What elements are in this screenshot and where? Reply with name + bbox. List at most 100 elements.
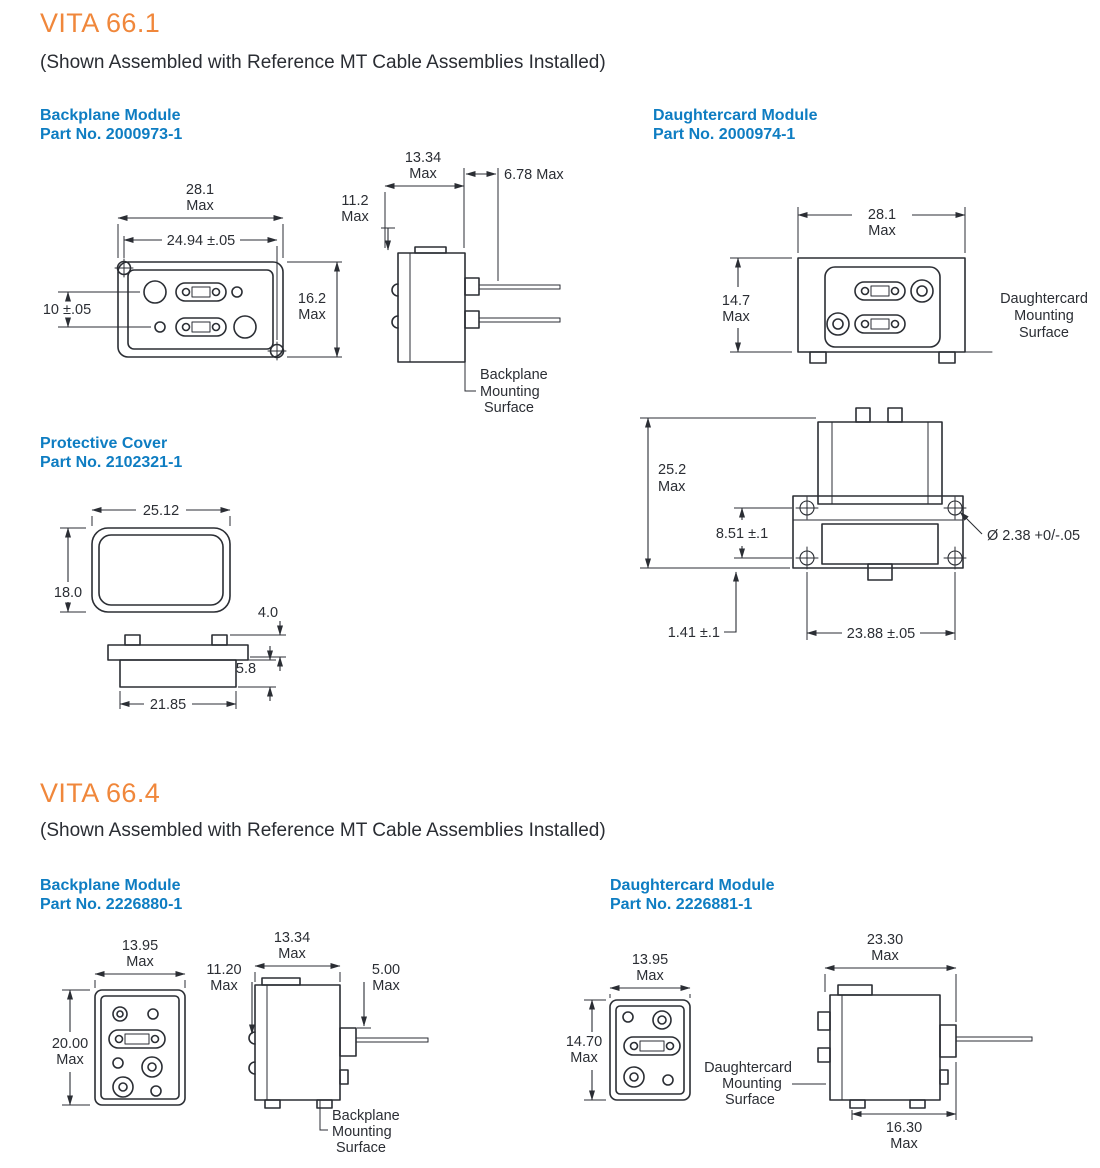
dim-protrusion-label: 6.78 Max: [504, 167, 564, 183]
dim-height-above-suffix: Max: [210, 978, 238, 994]
dim-height-suffix: Max: [658, 479, 686, 495]
mounting-surface-label-3: Surface: [725, 1092, 775, 1108]
vita661-cover-drawing: 25.12 18.0 4.0 5.8 21.85: [54, 503, 286, 713]
mounting-surface-label-3: Surface: [1019, 325, 1069, 341]
dim-height-label: 16.2: [298, 291, 326, 307]
dim-surface-offset-label: 1.41 ±.1: [668, 625, 720, 641]
mounting-surface-label-2: Mounting: [480, 384, 540, 400]
dim-depth-label: 13.34: [405, 150, 441, 166]
dim-height-suffix: Max: [56, 1052, 84, 1068]
vita661-daughtercard-front-drawing: 28.1 Max 14.7 Max Daughtercard Mounting …: [722, 207, 1088, 364]
vita661-title: VITA 66.1: [40, 8, 161, 38]
module-part-number: Part No. 2000973-1: [40, 126, 183, 143]
vita664-backplane-drawing: 13.95 Max 20.00 Max: [52, 930, 429, 1156]
dim-height-label: 25.2: [658, 462, 686, 478]
mounting-surface-label-1: Daughtercard: [1000, 291, 1088, 307]
daughtercard-side-dimensions: 23.30 Max 16.30 Max: [824, 932, 957, 1152]
dim-width-suffix: Max: [636, 968, 664, 984]
cover-side-view: [107, 634, 249, 688]
mounting-hole-top-left: [114, 258, 134, 278]
mounting-surface-label-1: Daughtercard: [704, 1060, 792, 1076]
module-name: Daughtercard Module: [653, 107, 818, 124]
dim-height-above-label: 11.20: [206, 962, 241, 978]
module-name: Daughtercard Module: [610, 877, 775, 894]
module-name: Backplane Module: [40, 107, 181, 124]
mounting-holes: [795, 496, 967, 570]
dim-width-suffix: Max: [868, 223, 896, 239]
dim-width-label: 28.1: [868, 207, 896, 223]
dim-depth-suffix: Max: [409, 166, 437, 182]
cover-dimensions: 25.12 18.0 4.0 5.8 21.85: [54, 503, 286, 713]
dim-width-suffix: Max: [126, 954, 154, 970]
dim-height-above-suffix: Max: [341, 209, 369, 225]
fiber-ribbon: [355, 1037, 429, 1043]
backplane-front-dimensions: 28.1 Max 24.94 ±.05 10 ±.05 16.2 Max: [43, 182, 342, 358]
dim-hole-diameter-label: Ø 2.38 +0/-.05: [987, 528, 1080, 544]
dim-body-height-label: 5.8: [236, 661, 256, 677]
dim-height-above-label: 11.2: [341, 193, 368, 209]
dim-height-suffix: Max: [298, 307, 326, 323]
module-part-number: Part No. 2226881-1: [610, 896, 753, 913]
dim-width-suffix: Max: [186, 198, 214, 214]
dim-cover-width-label: 25.12: [143, 503, 179, 519]
dim-length-label: 16.30: [886, 1120, 922, 1136]
dim-depth-suffix: Max: [278, 946, 306, 962]
vita661-backplane-heading: Backplane Module Part No. 2000973-1: [40, 106, 182, 144]
dim-height-suffix: Max: [570, 1050, 598, 1066]
fiber-ribbon: [955, 1036, 1033, 1042]
vita664-title: VITA 66.4: [40, 778, 161, 808]
mounting-surface-label-3: Surface: [484, 400, 534, 416]
mounting-surface-label-2: Mounting: [332, 1124, 392, 1140]
dim-cover-height-label: 18.0: [54, 585, 82, 601]
dim-width-label: 13.95: [632, 952, 668, 968]
vita664-subtitle: (Shown Assembled with Reference MT Cable…: [40, 820, 606, 841]
dim-height-label: 14.70: [566, 1034, 602, 1050]
mounting-surface-label-1: Backplane: [480, 367, 548, 383]
module-part-number: Part No. 2000974-1: [653, 126, 796, 143]
backplane-side-dimensions: 13.34 Max 11.20 Max 5.00 Max Backplane M…: [206, 930, 400, 1156]
backplane-front-view: [114, 258, 287, 361]
vita661-subtitle: (Shown Assembled with Reference MT Cable…: [40, 52, 606, 73]
dim-width-label: 13.95: [122, 938, 158, 954]
module-part-number: Part No. 2102321-1: [40, 454, 183, 471]
module-name: Backplane Module: [40, 877, 181, 894]
dim-depth-label: 23.30: [867, 932, 903, 948]
daughtercard-front-dimensions: 28.1 Max 14.7 Max Daughtercard Mounting …: [722, 207, 1088, 353]
daughtercard-front-dimensions: 13.95 Max 14.70 Max Daughtercard Mountin…: [566, 952, 826, 1108]
mounting-surface-label-3: Surface: [336, 1140, 386, 1156]
dim-protrusion-suffix: Max: [372, 978, 400, 994]
fiber-ribbons: [478, 284, 561, 323]
mounting-surface-label-2: Mounting: [1014, 308, 1074, 324]
vita661-daughtercard-mounting-drawing: 25.2 Max 8.51 ±.1 1.41 ±.1 23.88 ±.05 Ø …: [640, 407, 1080, 642]
dim-depth-suffix: Max: [871, 948, 899, 964]
dim-hole-span-label: 23.88 ±.05: [847, 626, 915, 642]
backplane-side-view: [248, 977, 429, 1109]
module-name: Protective Cover: [40, 435, 168, 452]
dim-tab-height-label: 4.0: [258, 605, 278, 621]
daughtercard-mounting-dimensions: 25.2 Max 8.51 ±.1 1.41 ±.1 23.88 ±.05 Ø …: [640, 417, 1080, 642]
dim-width-label: 28.1: [186, 182, 214, 198]
dim-depth-label: 13.34: [274, 930, 310, 946]
daughtercard-mounting-view: [792, 407, 967, 581]
backplane-front-view: [94, 989, 186, 1106]
cover-top-view: [91, 527, 231, 613]
dim-height-suffix: Max: [722, 309, 750, 325]
backplane-side-view: [391, 246, 561, 363]
vita661-daughtercard-heading: Daughtercard Module Part No. 2000974-1: [653, 106, 817, 144]
backplane-front-dimensions: 13.95 Max 20.00 Max: [52, 938, 186, 1106]
dim-hole-span-label: 24.94 ±.05: [167, 233, 235, 249]
mounting-surface-label-2: Mounting: [722, 1076, 782, 1092]
module-part-number: Part No. 2226880-1: [40, 896, 183, 913]
vita664-backplane-heading: Backplane Module Part No. 2226880-1: [40, 876, 182, 914]
vita664-daughtercard-heading: Daughtercard Module Part No. 2226881-1: [610, 876, 774, 914]
mounting-hole-bottom-right: [267, 341, 287, 361]
dim-protrusion-label: 5.00: [372, 962, 400, 978]
dim-length-suffix: Max: [890, 1136, 918, 1152]
backplane-side-dimensions: 13.34 Max 6.78 Max 11.2 Max Backplane Mo…: [341, 150, 564, 416]
daughtercard-front-view: [609, 999, 691, 1101]
dim-body-width-label: 21.85: [150, 697, 186, 713]
dim-hole-row-offset-label: 8.51 ±.1: [716, 526, 768, 542]
vita664-daughtercard-drawing: 13.95 Max 14.70 Max Daughtercard Mountin…: [566, 932, 1033, 1152]
daughtercard-front-view: [797, 257, 993, 364]
